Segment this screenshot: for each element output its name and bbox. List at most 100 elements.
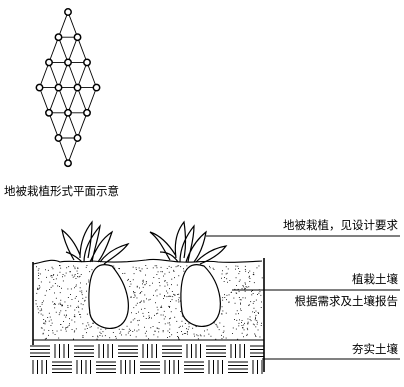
soil-dot bbox=[237, 288, 239, 290]
soil-dot bbox=[76, 270, 78, 272]
soil-dot bbox=[217, 326, 219, 328]
soil-dot bbox=[242, 285, 244, 286]
soil-dot bbox=[77, 305, 79, 307]
plant-1-leaves bbox=[61, 220, 130, 265]
soil-dot bbox=[75, 284, 77, 286]
soil-dot bbox=[145, 281, 147, 282]
soil-dot bbox=[221, 334, 222, 336]
soil-dot bbox=[169, 318, 170, 320]
soil-dot bbox=[184, 323, 186, 324]
soil-dot bbox=[86, 328, 88, 329]
plant-node bbox=[54, 33, 63, 42]
soil-dot bbox=[135, 304, 137, 306]
soil-dot bbox=[183, 268, 184, 270]
soil-dot bbox=[169, 295, 171, 297]
soil-dot bbox=[241, 332, 243, 334]
soil-dot bbox=[158, 331, 160, 333]
soil-dot bbox=[65, 328, 67, 330]
soil-dot bbox=[261, 277, 263, 279]
soil-dot bbox=[177, 294, 179, 295]
soil-dot bbox=[148, 338, 149, 340]
soil-dot bbox=[221, 313, 223, 315]
soil-dot bbox=[82, 335, 84, 336]
soil-dot bbox=[216, 325, 218, 327]
soil-dot bbox=[59, 271, 61, 273]
soil-dot bbox=[45, 269, 46, 271]
soil-dot bbox=[124, 272, 126, 274]
soil-dot bbox=[65, 310, 67, 312]
soil-dot bbox=[74, 297, 76, 299]
soil-dot bbox=[223, 281, 225, 282]
soil-dot bbox=[255, 316, 256, 318]
soil-dot bbox=[58, 303, 60, 305]
soil-dot bbox=[61, 305, 63, 307]
soil-dot bbox=[178, 293, 180, 295]
soil-dot bbox=[139, 287, 140, 289]
soil-dot bbox=[254, 333, 256, 335]
soil-dot bbox=[50, 325, 52, 326]
soil-dot bbox=[39, 306, 41, 307]
soil-dot bbox=[247, 322, 249, 324]
soil-dot bbox=[81, 294, 83, 296]
soil-dot bbox=[105, 328, 107, 330]
soil-dot bbox=[187, 331, 188, 333]
soil-dot bbox=[60, 329, 62, 331]
soil-dot bbox=[89, 326, 91, 328]
soil-dot bbox=[171, 291, 173, 292]
soil-dot bbox=[240, 303, 241, 305]
soil-dot bbox=[80, 316, 82, 318]
soil-dot bbox=[235, 268, 236, 270]
soil-dot bbox=[132, 279, 134, 281]
soil-dot bbox=[37, 288, 39, 290]
soil-dot bbox=[58, 314, 60, 316]
soil-dot bbox=[221, 313, 222, 315]
soil-dot bbox=[47, 317, 49, 318]
soil-dot bbox=[161, 307, 163, 308]
soil-dot bbox=[242, 297, 244, 299]
soil-dot bbox=[48, 320, 50, 322]
soil-dot bbox=[48, 330, 50, 331]
soil-dot bbox=[156, 274, 158, 275]
soil-dot bbox=[59, 302, 61, 304]
soil-dot bbox=[247, 329, 249, 331]
soil-dot bbox=[91, 269, 93, 271]
soil-dot bbox=[134, 292, 136, 293]
soil-dot bbox=[92, 322, 94, 324]
soil-dot bbox=[240, 302, 241, 304]
soil-dot bbox=[221, 277, 222, 279]
soil-dot bbox=[167, 292, 169, 294]
soil-dot bbox=[79, 314, 81, 315]
soil-dot bbox=[85, 296, 87, 298]
soil-dot bbox=[78, 311, 80, 313]
soil-dot bbox=[179, 325, 181, 327]
soil-dot bbox=[140, 270, 142, 272]
soil-dot bbox=[215, 323, 217, 325]
soil-dot bbox=[79, 275, 81, 277]
soil-dot bbox=[82, 304, 84, 306]
soil-dot bbox=[234, 302, 236, 304]
soil-dot bbox=[255, 318, 256, 319]
soil-dot bbox=[54, 334, 56, 335]
soil-dot bbox=[63, 314, 65, 316]
soil-dot bbox=[139, 293, 141, 294]
soil-dot bbox=[247, 318, 249, 320]
soil-dot bbox=[70, 271, 71, 273]
soil-dot bbox=[37, 308, 39, 310]
soil-dot bbox=[233, 297, 235, 299]
soil-dot bbox=[236, 292, 238, 294]
soil-dot bbox=[256, 320, 258, 322]
soil-dot bbox=[73, 316, 75, 317]
soil-dot bbox=[51, 322, 53, 324]
soil-dot bbox=[235, 277, 237, 279]
soil-dot bbox=[70, 288, 72, 290]
soil-dot bbox=[67, 305, 69, 307]
soil-dot bbox=[156, 327, 158, 329]
soil-dot bbox=[52, 330, 54, 332]
soil-dot bbox=[252, 302, 254, 304]
soil-dot bbox=[135, 269, 137, 270]
plant-node bbox=[54, 83, 63, 92]
soil-dot bbox=[199, 334, 201, 336]
soil-dot bbox=[167, 284, 169, 286]
soil-dot bbox=[153, 294, 154, 296]
